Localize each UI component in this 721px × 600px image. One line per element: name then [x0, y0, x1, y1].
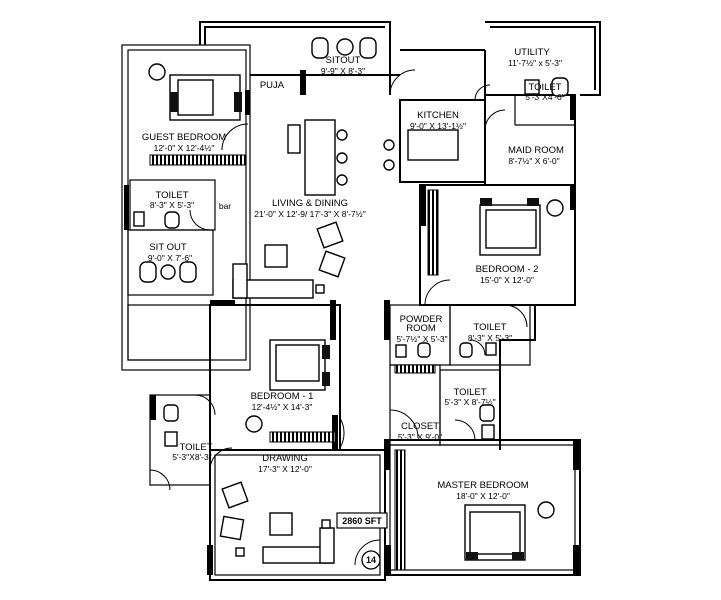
- sitout-left-dims: 9'-0" X 7'-6": [148, 253, 192, 263]
- kitchen-name: KITCHEN: [417, 110, 459, 121]
- utility-dims: 11'-7½" x 5'-3": [508, 58, 562, 68]
- drawing-name: DRAWING: [262, 453, 308, 464]
- unit-number: 14: [366, 555, 376, 565]
- wardrobes: [149, 154, 439, 571]
- powder-room-name-1: POWDER: [400, 314, 443, 325]
- toilet-guest-dims: 8'-3" X 5'-3": [150, 200, 194, 210]
- living-dining-name: LIVING & DINING: [272, 198, 348, 209]
- guest-bedroom-name: GUEST BEDROOM: [142, 132, 226, 143]
- living-dining-dims: 21'-0" X 12'-9/ 17'-3" X 8'-7½": [254, 209, 365, 219]
- sitout-left-name: SIT OUT: [149, 242, 186, 253]
- door-swings: [149, 69, 528, 566]
- toilet-maid-name: TOILET: [528, 82, 561, 93]
- drawing-dims: 17'-3" X 12'-0": [258, 464, 312, 474]
- bedroom-2-dims: 15'-0" X 12'-0": [480, 275, 534, 285]
- maid-room-dims: 8'-7½" X 6'-0": [508, 156, 559, 166]
- bar-name: bar: [219, 201, 231, 211]
- walls: [121, 21, 601, 581]
- powder-room-dims: 5'-7½" X 5'-3": [396, 334, 447, 344]
- toilet-bed2-dims: 8'-3" X 5'-3": [468, 333, 512, 343]
- area-badge: 2860 SFT: [336, 512, 388, 529]
- furniture: [133, 37, 569, 564]
- bedroom-2-name: BEDROOM - 2: [476, 264, 539, 275]
- bedroom-1-dims: 12'-4½" X 14'-3": [252, 402, 313, 412]
- master-bedroom-name: MASTER BEDROOM: [437, 480, 528, 491]
- kitchen-dims: 9'-0" X 13'-1½": [410, 121, 466, 131]
- bedroom-1-name: BEDROOM - 1: [251, 391, 314, 402]
- master-bedroom-dims: 18'-0" X 12'-0": [456, 491, 510, 501]
- closet-dims: 5'-3" X 9'-0": [398, 432, 442, 442]
- toilet-master-dims: 5'-3" X 8'-7½": [444, 397, 495, 407]
- utility-name: UTILITY: [514, 47, 550, 58]
- toilet-master-name: TOILET: [453, 387, 486, 398]
- unit-number-marker: 14: [361, 550, 381, 570]
- toilet-bed1-dims: 5'-3"X8'-3": [172, 452, 212, 462]
- sitout-top-dims: 9'-9" X 8'-3": [321, 66, 365, 76]
- toilet-bed1-name: TOILET: [179, 442, 212, 453]
- puja-name: PUJA: [260, 80, 285, 91]
- toilet-guest-name: TOILET: [155, 190, 188, 201]
- maid-room-name: MAID ROOM: [508, 145, 564, 156]
- powder-room-name-2: ROOM: [406, 323, 436, 334]
- sitout-top-name: SITOUT: [326, 55, 361, 66]
- toilet-maid-dims: 5'-3"X4'-6": [525, 92, 565, 102]
- room-labels: UTILITY 11'-7½" x 5'-3" SITOUT 9'-9" X 8…: [142, 47, 565, 501]
- toilet-bed2-name: TOILET: [473, 322, 506, 333]
- closet-name: CLOSET: [401, 421, 439, 432]
- guest-bedroom-dims: 12'-0" X 12'-4½": [154, 143, 215, 153]
- area-label: 2860 SFT: [342, 516, 382, 526]
